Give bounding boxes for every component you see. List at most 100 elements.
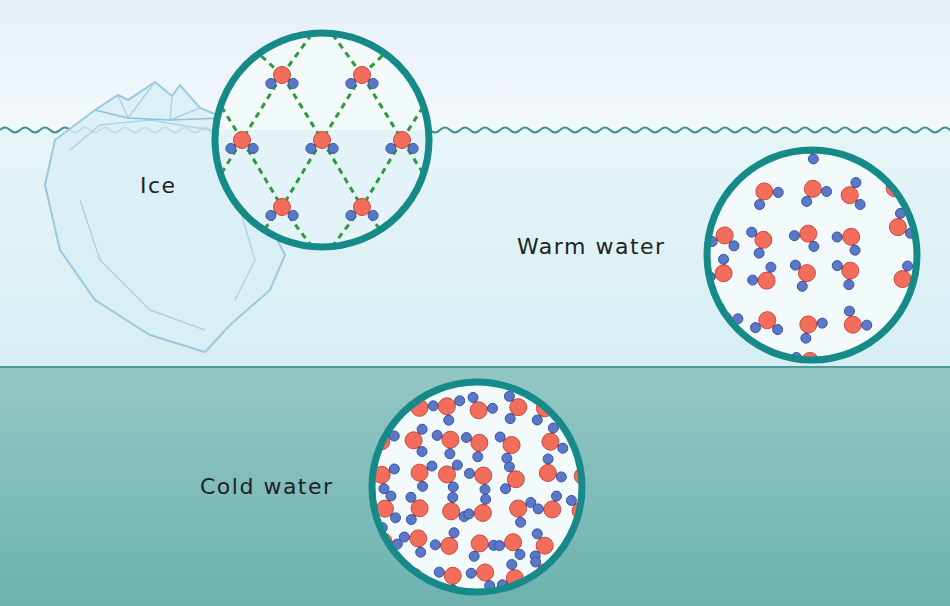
hydrogen-atom (558, 443, 568, 453)
hydrogen-bond (282, 20, 322, 75)
hydrogen-atom (566, 495, 576, 505)
hydrogen-atom (832, 232, 842, 242)
hydrogen-atom (266, 210, 276, 220)
hydrogen-atom (406, 515, 416, 525)
oxygen-atom (844, 316, 861, 333)
hydrogen-atom (386, 491, 396, 501)
hydrogen-atom (805, 370, 815, 380)
hydrogen-bond (282, 75, 322, 140)
oxygen-atom (716, 227, 733, 244)
cold-water-molecule-view (368, 361, 601, 595)
hydrogen-atom (328, 143, 338, 153)
hydrogen-atom (368, 210, 378, 220)
oxygen-atom (234, 132, 251, 149)
hydrogen-bond (402, 80, 440, 140)
hydrogen-atom (895, 170, 905, 180)
oxygen-atom (443, 503, 460, 520)
hydrogen-atom (515, 549, 525, 559)
hydrogen-atom (346, 78, 356, 88)
hydrogen-atom (507, 559, 517, 569)
cold-water-layer (0, 367, 950, 606)
oxygen-atom (474, 504, 491, 521)
hydrogen-atom (480, 484, 490, 494)
oxygen-atom (405, 432, 422, 449)
hydrogen-atom (396, 576, 406, 586)
oxygen-atom (411, 500, 428, 517)
hydrogen-atom (488, 403, 498, 413)
hydrogen-atom (495, 432, 505, 442)
ice-molecule-view (205, 20, 440, 260)
hydrogen-atom (844, 280, 854, 290)
hydrogen-atom (802, 196, 812, 206)
hydrogen-atom (552, 491, 562, 501)
hydrogen-atom (481, 494, 491, 504)
hydrogen-atom (466, 568, 476, 578)
hydrogen-atom (417, 447, 427, 457)
oxygen-atom (755, 231, 772, 248)
warm-water-molecule-view (705, 134, 919, 380)
hydrogen-atom (418, 481, 428, 491)
hydrogen-bond (402, 140, 440, 200)
hydrogen-atom (368, 425, 378, 435)
hydrogen-atom (819, 134, 829, 144)
hydrogen-atom (532, 415, 542, 425)
hydrogen-bond (362, 75, 402, 140)
oxygen-atom (715, 265, 732, 282)
hydrogen-atom (427, 461, 437, 471)
hydrogen-atom (288, 78, 298, 88)
hydrogen-atom (832, 261, 842, 271)
hydrogen-atom (417, 584, 427, 594)
hydrogen-atom (822, 186, 832, 196)
hydrogen-atom (452, 460, 462, 470)
hydrogen-atom (531, 557, 541, 567)
hydrogen-atom (434, 567, 444, 577)
hydrogen-bond (282, 140, 322, 207)
hydrogen-atom (473, 452, 483, 462)
oxygen-atom (477, 564, 494, 581)
hydrogen-atom (386, 143, 396, 153)
hydrogen-atom (464, 468, 474, 478)
oxygen-atom (804, 180, 821, 197)
hydrogen-atom (469, 551, 479, 561)
oxygen-atom (536, 537, 553, 554)
hydrogen-bond (322, 140, 362, 207)
hydrogen-atom (773, 325, 783, 335)
hydrogen-atom (432, 430, 442, 440)
oxygen-atom (410, 530, 427, 547)
hydrogen-atom (430, 540, 440, 550)
region-label: Cold water (200, 474, 334, 499)
oxygen-atom (471, 535, 488, 552)
hydrogen-atom (817, 318, 827, 328)
oxygen-atom (503, 437, 520, 454)
oxygen-atom (889, 219, 906, 236)
hydrogen-atom (468, 392, 478, 402)
oxygen-atom (798, 265, 815, 282)
hydrogen-atom (448, 492, 458, 502)
oxygen-atom (544, 501, 561, 518)
oxygen-atom (756, 183, 773, 200)
oxygen-atom (411, 464, 428, 481)
hydrogen-atom (266, 78, 276, 88)
hydrogen-atom (809, 241, 819, 251)
hydrogen-atom (533, 579, 543, 589)
hydrogen-atom (591, 476, 601, 486)
hydrogen-atom (226, 143, 236, 153)
layer-boundary (0, 366, 950, 368)
hydrogen-atom (543, 454, 553, 464)
oxygen-atom (842, 262, 859, 279)
hydrogen-atom (444, 415, 454, 425)
oxygen-atom (471, 434, 488, 451)
hydrogen-atom (588, 500, 598, 510)
oxygen-atom (442, 431, 459, 448)
hydrogen-atom (719, 254, 729, 264)
oxygen-atom (800, 225, 817, 242)
hydrogen-atom (903, 261, 913, 271)
region-label: Ice (140, 173, 177, 198)
hydrogen-atom (306, 143, 316, 153)
oxygen-atom (539, 464, 556, 481)
hydrogen-atom (501, 484, 511, 494)
hydrogen-atom (445, 449, 455, 459)
oxygen-atom (438, 466, 455, 483)
oxygen-atom (274, 199, 291, 216)
